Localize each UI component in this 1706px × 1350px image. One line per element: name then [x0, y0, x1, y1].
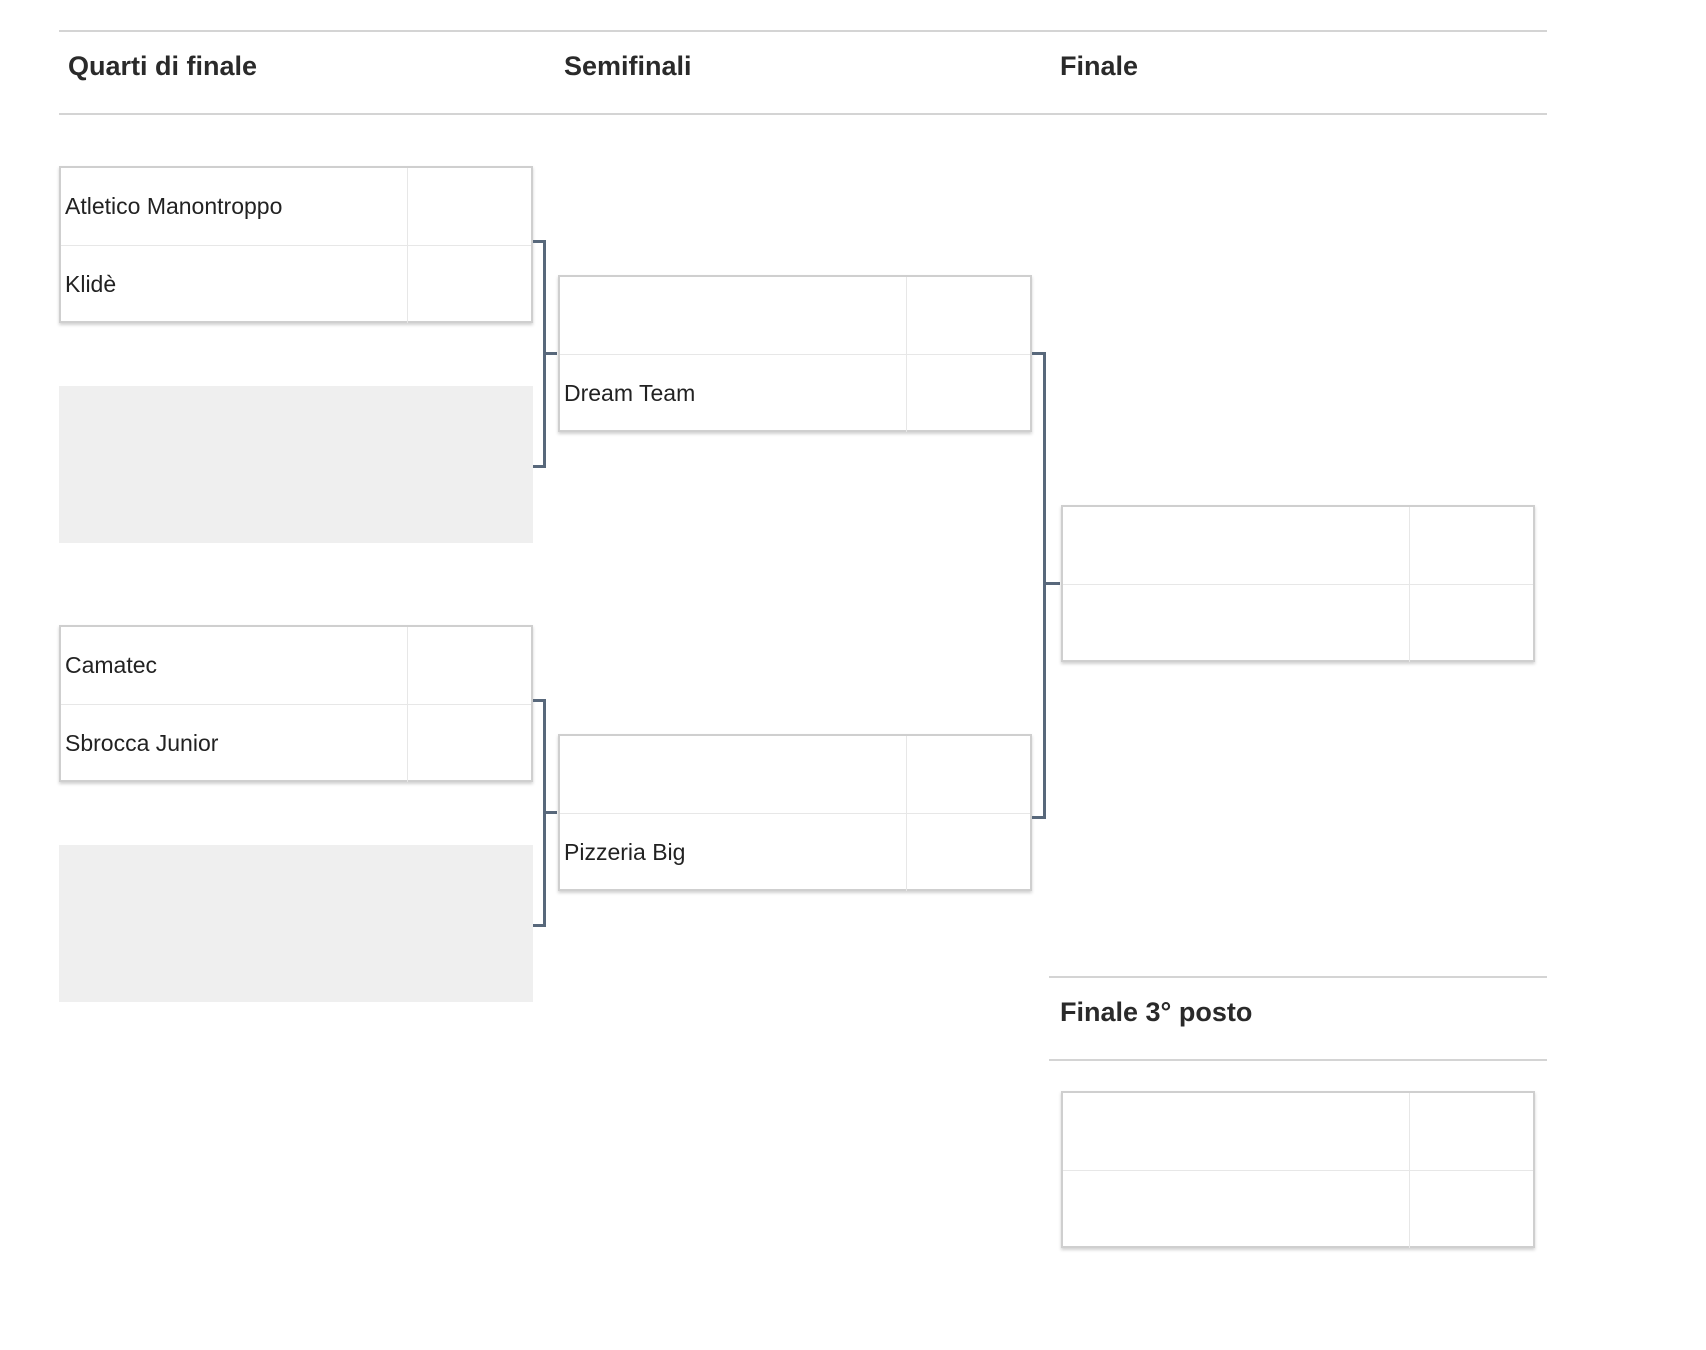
score-cell[interactable] — [407, 627, 531, 704]
match-row-away: Pizzeria Big — [560, 814, 1030, 891]
quarterfinal-match-1: Atletico Manontroppo Klidè — [59, 166, 533, 323]
team-name[interactable] — [1063, 1171, 1409, 1248]
match-row-home: Camatec — [61, 627, 531, 705]
header-bottom-rule — [59, 113, 1547, 115]
bracket-connector — [1032, 352, 1046, 355]
team-name[interactable]: Dream Team — [564, 380, 696, 406]
score-cell[interactable] — [407, 246, 531, 323]
team-name[interactable] — [1063, 1093, 1409, 1170]
team-name[interactable] — [560, 736, 906, 813]
third-place-match — [1061, 1091, 1535, 1248]
header-top-rule — [59, 30, 1547, 32]
column-title-quarterfinals: Quarti di finale — [68, 51, 258, 81]
team-name[interactable]: Camatec — [65, 652, 158, 678]
team-name[interactable] — [560, 277, 906, 354]
bracket-connector — [533, 924, 546, 927]
bracket-connector — [533, 465, 546, 468]
score-cell[interactable] — [407, 168, 531, 245]
match-row-away: Dream Team — [560, 355, 1030, 432]
column-title-semifinals: Semifinali — [564, 51, 692, 81]
match-row-away: Sbrocca Junior — [61, 705, 531, 782]
match-row-home — [1063, 1093, 1533, 1171]
score-cell[interactable] — [906, 736, 1030, 813]
match-row-home: Atletico Manontroppo — [61, 168, 531, 246]
bracket-connector — [1032, 816, 1046, 819]
match-row-away — [1063, 585, 1533, 662]
match-row-away — [1063, 1171, 1533, 1248]
empty-bracket-slot — [59, 845, 533, 1002]
team-name[interactable]: Sbrocca Junior — [65, 730, 219, 756]
third-place-bottom-rule — [1049, 1059, 1547, 1061]
bracket-connector — [533, 240, 546, 243]
team-name[interactable] — [1063, 507, 1409, 584]
bracket-connector — [543, 811, 557, 814]
semifinal-match-2: Pizzeria Big — [558, 734, 1032, 891]
column-title-final: Finale — [1060, 51, 1139, 81]
score-cell[interactable] — [906, 814, 1030, 891]
bracket-connector — [1046, 582, 1060, 585]
score-cell[interactable] — [1409, 507, 1533, 584]
score-cell[interactable] — [1409, 585, 1533, 662]
bracket-connector — [1043, 352, 1046, 819]
final-match — [1061, 505, 1535, 662]
score-cell[interactable] — [407, 705, 531, 782]
score-cell[interactable] — [1409, 1171, 1533, 1248]
team-name[interactable]: Pizzeria Big — [564, 839, 686, 865]
score-cell[interactable] — [906, 277, 1030, 354]
third-place-top-rule — [1049, 976, 1547, 978]
empty-bracket-slot — [59, 386, 533, 543]
quarterfinal-match-2: Camatec Sbrocca Junior — [59, 625, 533, 782]
column-title-third-place: Finale 3° posto — [1060, 997, 1253, 1027]
match-row-home — [560, 277, 1030, 355]
bracket-connector — [543, 352, 557, 355]
team-name[interactable]: Klidè — [65, 271, 117, 297]
semifinal-match-1: Dream Team — [558, 275, 1032, 432]
match-row-home — [1063, 507, 1533, 585]
score-cell[interactable] — [906, 355, 1030, 432]
match-row-home — [560, 736, 1030, 814]
score-cell[interactable] — [1409, 1093, 1533, 1170]
match-row-away: Klidè — [61, 246, 531, 323]
team-name[interactable]: Atletico Manontroppo — [65, 193, 283, 219]
team-name[interactable] — [1063, 585, 1409, 662]
bracket-connector — [533, 699, 546, 702]
